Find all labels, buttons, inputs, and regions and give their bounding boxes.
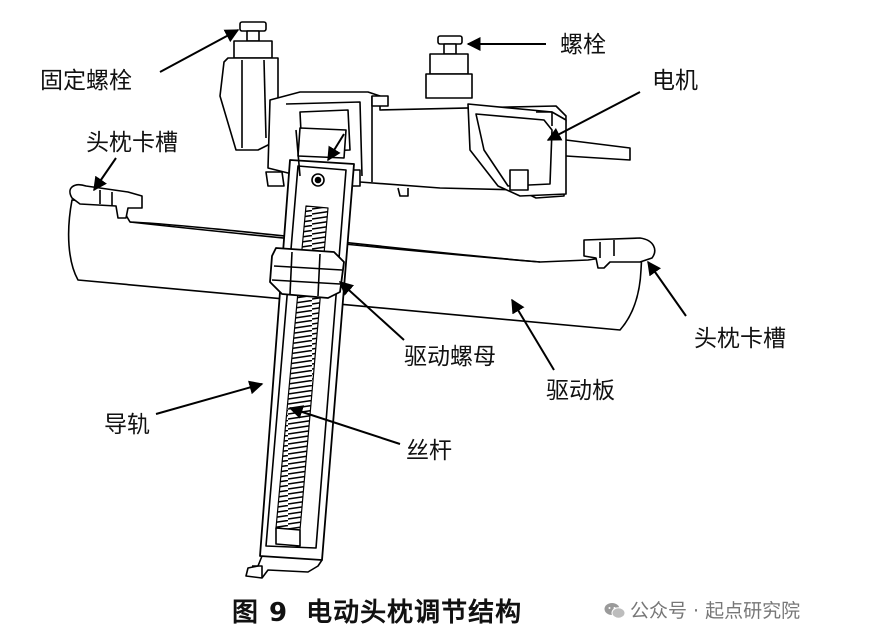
fixing-bolt-part — [219, 21, 279, 151]
arrow-motor — [546, 91, 641, 141]
figure-number: 图 9 — [232, 598, 289, 628]
label-lead-screw: 丝杆 — [406, 438, 452, 464]
label-headrest-slot-left: 头枕卡槽 — [86, 130, 178, 156]
drive-nut-part — [269, 247, 345, 299]
label-motor: 电机 — [652, 68, 698, 94]
arrow-headrest-slot-right — [647, 260, 687, 317]
drive-plate — [67, 199, 643, 331]
arrow-lead-screw — [288, 405, 401, 445]
label-headrest-slot-right: 头枕卡槽 — [694, 326, 786, 352]
arrow-fixing-bolt — [159, 29, 240, 73]
arrow-guide-rail — [155, 380, 264, 415]
watermark-text: 公众号 · 起点研究院 — [630, 600, 801, 622]
arrow-drive-plate — [511, 298, 555, 371]
arrow-upper-link — [327, 133, 345, 162]
label-drive-nut: 驱动螺母 — [404, 344, 496, 370]
headrest-slot-right-part — [583, 237, 656, 269]
wechat-icon — [604, 603, 626, 619]
arrow-headrest-slot-left — [93, 157, 117, 192]
label-bolt: 螺栓 — [560, 32, 606, 58]
arrow-drive-nut — [338, 281, 405, 341]
label-fixing-bolt: 固定螺栓 — [40, 68, 132, 94]
figure-title: 电动头枕调节结构 — [306, 598, 523, 628]
bolt-part — [425, 35, 473, 99]
watermark: 公众号 · 起点研究院 — [604, 596, 800, 623]
headrest-slot-left-part — [69, 183, 143, 219]
label-drive-plate: 驱动板 — [546, 378, 615, 404]
motor-part — [467, 103, 631, 197]
label-guide-rail: 导轨 — [104, 412, 150, 438]
figure-caption: 图 9 电动头枕调节结构 — [232, 592, 522, 629]
